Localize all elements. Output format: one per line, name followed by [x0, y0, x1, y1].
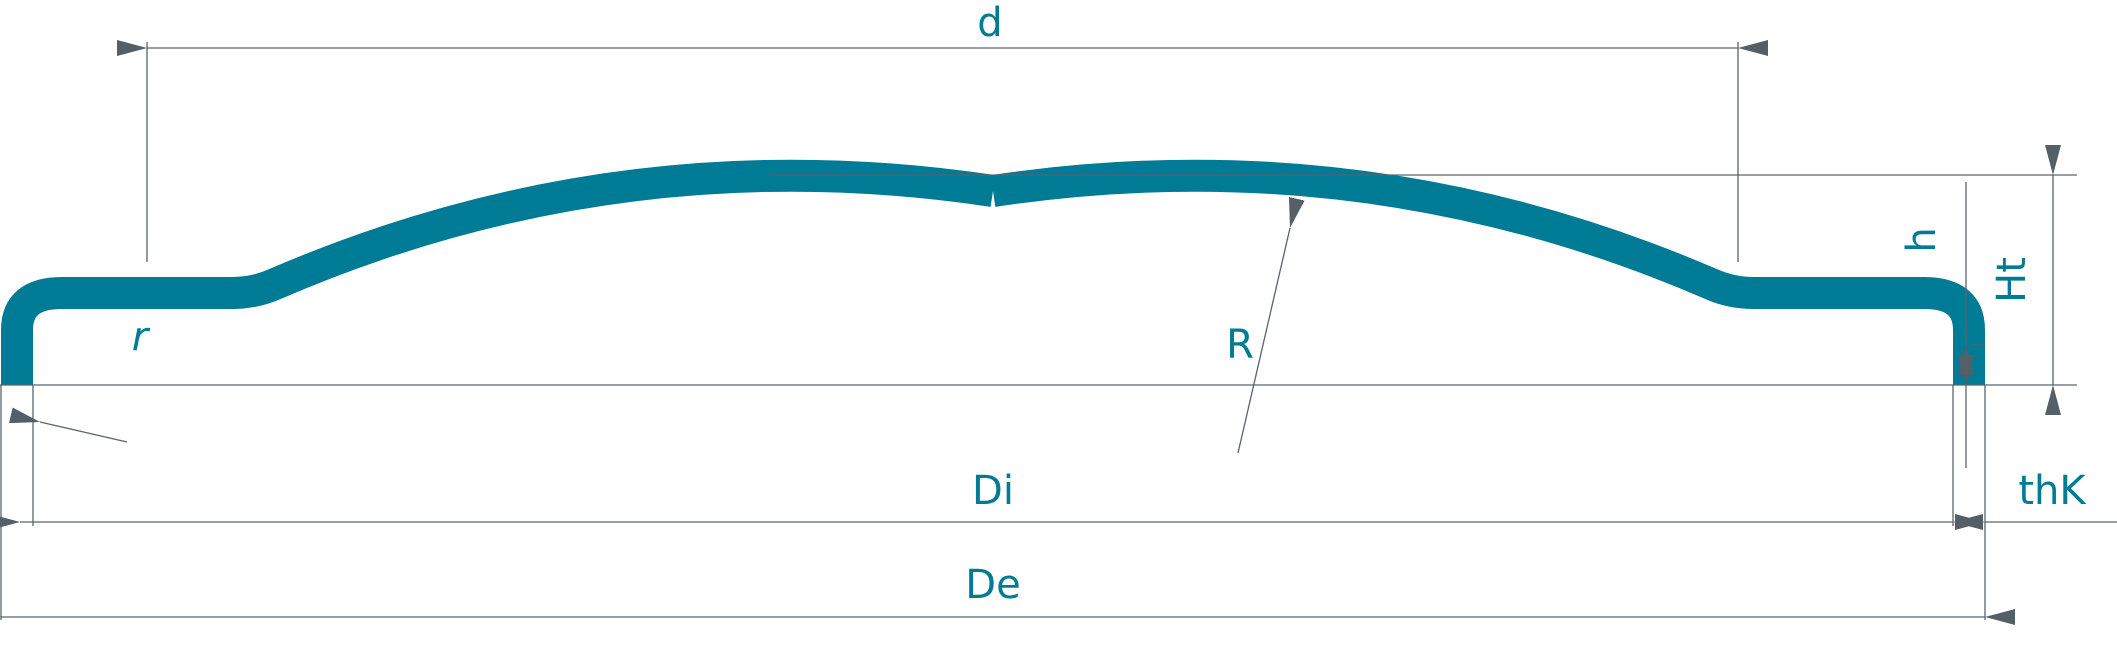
head-shell [1, 159, 1985, 385]
label-d: d [977, 0, 1002, 46]
label-r: r [132, 314, 151, 360]
dimension-crown-radius [1237, 196, 1305, 454]
label-de: De [965, 562, 1020, 608]
dimension-knuckle-radius [8, 407, 128, 443]
label-di: Di [972, 468, 1014, 514]
extension-lines [0, 42, 2077, 620]
label-h: h [1899, 227, 1945, 252]
label-ht: Ht [1989, 257, 2035, 303]
label-thk: thK [2018, 468, 2087, 514]
label-R: R [1226, 322, 1254, 368]
